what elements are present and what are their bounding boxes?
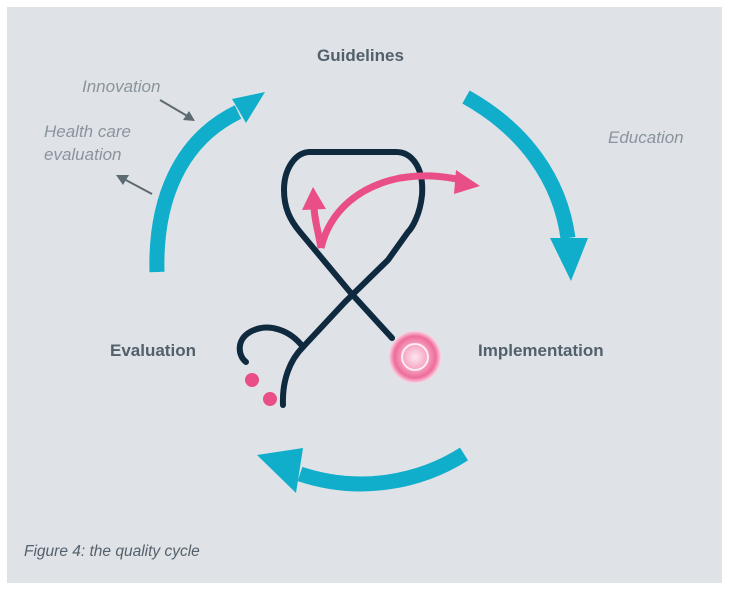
note-arrows [116,99,195,195]
stage-implementation: Implementation [478,341,604,360]
stage-evaluation: Evaluation [110,341,196,360]
note-hce-line1: Health care [44,122,131,141]
pink-arrow-icon [302,170,480,249]
chestpiece [389,331,441,383]
note-health-care-evaluation: Health care evaluation [44,120,131,166]
note-education: Education [608,128,684,147]
arrow-guidelines-to-implementation [462,90,576,240]
arrow-evaluation-to-guidelines [149,105,242,273]
hce-arrow [123,178,153,195]
arrowhead-implementation [550,238,588,281]
stage-guidelines: Guidelines [317,46,404,65]
arrowhead-guidelines [232,92,265,123]
stethoscope-icon [236,149,441,408]
arrowhead-evaluation [257,448,303,493]
note-hce-line2: evaluation [44,145,122,164]
arrow-implementation-to-evaluation [297,447,469,492]
cycle-arrow-icon [149,90,588,493]
earpiece-2 [263,392,277,406]
earpiece-1 [245,373,259,387]
figure-caption: Figure 4: the quality cycle [24,543,200,560]
innovation-arrow [159,99,190,118]
note-innovation: Innovation [82,77,161,96]
